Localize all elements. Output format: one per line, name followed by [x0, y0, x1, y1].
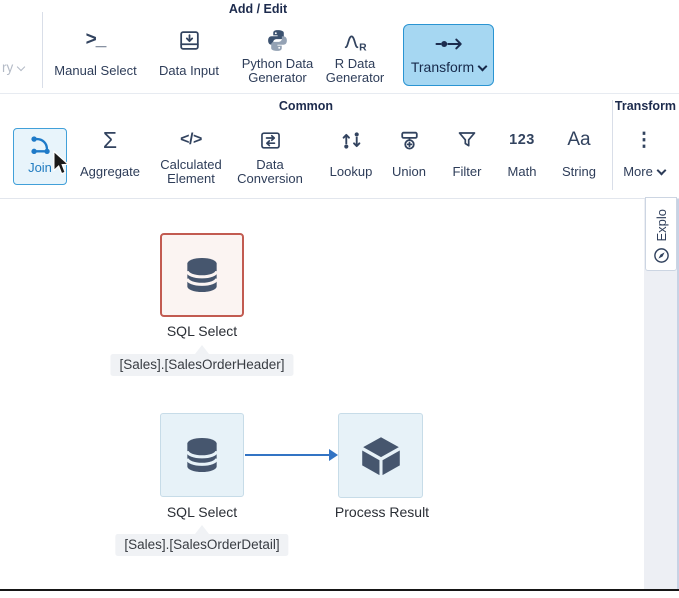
more-label-wrap: More: [623, 163, 667, 180]
code-brackets-icon: </>: [180, 131, 202, 148]
vertical-ellipsis-icon: ⋮: [634, 129, 654, 151]
join-label: Join: [28, 160, 52, 175]
join-button[interactable]: Join: [13, 128, 67, 185]
manual-select-label: Manual Select: [54, 62, 137, 78]
chevron-down-icon: [656, 165, 667, 176]
data-input-label: Data Input: [159, 62, 219, 78]
transform-label: Transform: [410, 58, 475, 75]
filter-button[interactable]: Filter: [442, 124, 492, 188]
group-label-add-edit: Add / Edit: [228, 2, 288, 16]
lookup-button[interactable]: Lookup: [319, 124, 383, 188]
numbers-123-icon: 123: [509, 132, 535, 148]
ribbon-divider: [42, 12, 43, 88]
calculated-label-line1: Calculated: [160, 156, 222, 172]
node-label: SQL Select: [166, 504, 238, 520]
tag-pointer: [195, 345, 209, 354]
more-button[interactable]: ⋮ More: [617, 124, 671, 188]
calculated-label-line2: Element: [167, 171, 215, 186]
node-process-result[interactable]: [338, 413, 423, 498]
union-label: Union: [392, 163, 426, 179]
join-branch-icon: [30, 136, 50, 155]
mouse-cursor: [53, 150, 70, 175]
truncated-dropdown[interactable]: ry: [2, 60, 26, 75]
string-button[interactable]: Aa String: [553, 124, 605, 188]
table-tag: [Sales].[SalesOrderHeader]: [110, 354, 294, 376]
database-icon: [185, 257, 219, 293]
python-generator-label-line2: Generator: [248, 70, 307, 85]
edge-arrowhead-icon: [329, 449, 338, 461]
conversion-arrows-icon: [260, 131, 280, 149]
text-Aa-icon: Aa: [567, 129, 591, 150]
math-button[interactable]: 123 Math: [497, 124, 547, 188]
r-generator-label-line1: R Data: [334, 55, 376, 71]
compass-icon: [653, 248, 669, 263]
union-button[interactable]: Union: [381, 124, 437, 188]
explorer-tab[interactable]: Explo: [645, 197, 677, 271]
window-bottom-edge: [0, 589, 679, 591]
group-label-transform: Transform: [614, 99, 677, 113]
table-tag: [Sales].[SalesOrderDetail]: [115, 534, 289, 556]
filter-funnel-icon: [458, 132, 476, 147]
transform-button[interactable]: Transform: [403, 24, 494, 86]
ribbon-common: Common Transform Join Σ Aggregate </> Ca…: [0, 94, 679, 199]
database-icon: [185, 437, 219, 473]
math-label: Math: [507, 163, 537, 179]
python-generator-label-line1: Python Data: [241, 55, 314, 71]
r-data-generator-button[interactable]: R R Data Generator: [315, 24, 395, 86]
data-conversion-button[interactable]: Data Conversion: [230, 124, 310, 188]
ribbon-add-edit: Add / Edit ry >_ Manual Select Data Inpu…: [0, 0, 679, 94]
node-label: SQL Select: [166, 323, 238, 339]
explorer-tab-label: Explo: [653, 209, 669, 242]
manual-select-button[interactable]: >_ Manual Select: [47, 24, 144, 86]
node-label: Process Result: [334, 504, 430, 520]
aggregate-button[interactable]: Σ Aggregate: [76, 124, 144, 188]
chevron-down-icon: [477, 61, 488, 71]
node-sql-select-detail[interactable]: [160, 413, 244, 497]
data-input-tray-icon: [179, 30, 199, 50]
node-sql-select-header[interactable]: [160, 233, 244, 317]
chevron-down-icon: [17, 62, 26, 72]
python-data-generator-button[interactable]: Python Data Generator: [230, 24, 325, 86]
workflow-canvas[interactable]: SQL Select [Sales].[SalesOrderHeader] SQ…: [0, 197, 679, 589]
tag-pointer: [195, 525, 209, 534]
lookup-label: Lookup: [329, 163, 373, 179]
terminal-prompt-icon: >_: [85, 29, 107, 50]
truncated-dropdown-label: ry: [2, 60, 14, 75]
transform-label-wrap: Transform: [410, 58, 488, 75]
transform-arrow-icon: [435, 38, 462, 49]
more-label: More: [623, 163, 653, 179]
r-distribution-icon: R: [344, 34, 367, 53]
aggregate-label: Aggregate: [80, 163, 140, 179]
data-input-button[interactable]: Data Input: [150, 24, 228, 86]
r-generator-label-line2: Generator: [325, 70, 385, 85]
conversion-label-line2: Conversion: [237, 171, 303, 186]
filter-label: Filter: [452, 163, 482, 179]
edge-connector[interactable]: [245, 454, 330, 457]
group-divider: [612, 100, 613, 190]
conversion-label-line1: Data: [256, 156, 284, 172]
svg-text:R: R: [359, 42, 367, 53]
calculated-element-button[interactable]: </> Calculated Element: [152, 124, 230, 188]
group-label-common: Common: [278, 99, 334, 113]
lookup-swap-icon: [342, 131, 360, 149]
cube-icon: [361, 436, 400, 475]
string-label: String: [562, 163, 596, 179]
union-merge-icon: [400, 131, 418, 150]
sigma-icon: Σ: [102, 126, 118, 153]
python-logo-icon: [268, 29, 287, 51]
